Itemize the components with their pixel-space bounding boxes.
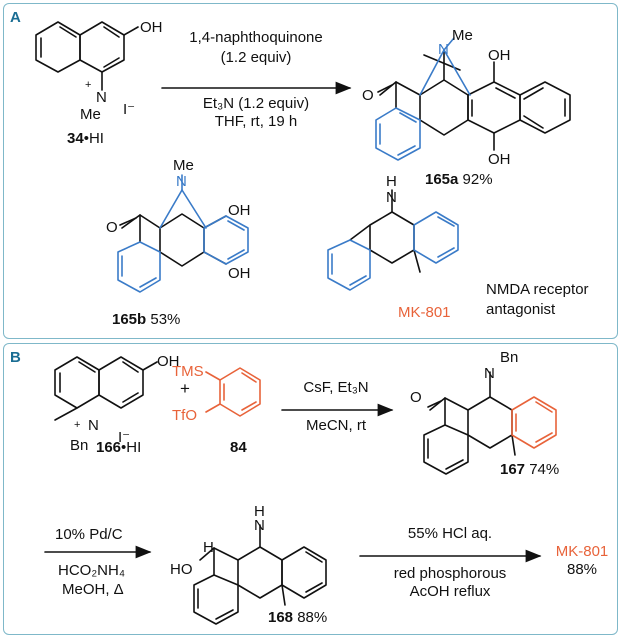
reactant-34-n: N	[96, 89, 107, 106]
reactant-34-me: Me	[80, 106, 101, 123]
p168-label: 168 88%	[268, 609, 328, 626]
structure-167	[423, 371, 516, 475]
step2-line3: MeOH, Δ	[62, 581, 124, 598]
mk801-h: H	[386, 173, 397, 190]
step2-line1: 10% Pd/C	[55, 526, 123, 543]
final-name: MK-801	[555, 543, 609, 560]
reactant-34-oh: OH	[140, 19, 163, 36]
p165a-oh-bottom: OH	[488, 151, 511, 168]
p165a-o: O	[362, 87, 374, 104]
p165b-oh-top: OH	[228, 202, 251, 219]
final-yield: 88%	[566, 561, 598, 578]
p165b-oh-bottom: OH	[228, 265, 251, 282]
r166-oh: OH	[157, 353, 180, 370]
mk801-n: N	[386, 189, 397, 206]
mk801-desc-2: antagonist	[486, 301, 556, 318]
p168-h-top: H	[254, 503, 265, 520]
structure-mk801	[349, 189, 421, 273]
panel-b-label: B	[10, 349, 21, 366]
p165a-me: Me	[452, 27, 473, 44]
p165b-n: N	[176, 173, 187, 190]
structure-165b	[119, 213, 227, 267]
reagent-a-line3: Et₃N (1.2 equiv)	[202, 95, 310, 112]
structure-168	[193, 524, 327, 625]
step2-line2: HCO₂NH₄	[58, 562, 125, 579]
panel-a-label: A	[10, 9, 21, 26]
r166-n: N	[88, 417, 99, 434]
p165a-label: 165a 92%	[425, 171, 493, 188]
reactant-34-plus: +	[85, 79, 92, 91]
panel-b-frame	[3, 343, 618, 635]
p167-n: N	[484, 365, 495, 382]
plus-sign: +	[180, 379, 190, 398]
step3-line2: red phosphorous	[393, 565, 507, 582]
p168-ho: HO	[170, 561, 193, 578]
reactant-34-label: 34•HI	[67, 130, 104, 147]
p168-n: N	[254, 517, 265, 534]
r84-tfo: TfO	[172, 407, 197, 424]
step3-line3: AcOH reflux	[409, 583, 491, 600]
p167-o: O	[410, 389, 422, 406]
p165a-oh-top: OH	[488, 47, 511, 64]
p165b-o: O	[106, 219, 118, 236]
p165a-n: N	[438, 41, 449, 58]
structure-165a-blue	[375, 37, 471, 161]
mk801-name: MK-801	[398, 304, 451, 321]
p165b-me: Me	[173, 157, 194, 174]
reagent-a-line2: (1.2 equiv)	[220, 49, 292, 66]
reagent-a-line1: 1,4-naphthoquinone	[189, 29, 323, 46]
structure-166	[54, 356, 158, 421]
r166-counterion: I⁻	[118, 429, 131, 446]
p167-bn: Bn	[500, 349, 519, 366]
structure-165a	[377, 49, 571, 151]
p168-h: H	[203, 539, 214, 556]
step3-line1: 55% HCl aq.	[407, 525, 493, 542]
structure-84	[205, 367, 261, 417]
structure-167-orange	[511, 396, 557, 449]
structure-34	[35, 21, 139, 91]
structure-165b-blue	[117, 174, 249, 293]
mk801-desc-1: NMDA receptor	[486, 281, 589, 298]
r84-label: 84	[230, 439, 247, 456]
step1-line2: MeCN, rt	[306, 417, 366, 434]
r166-plus: +	[74, 419, 81, 431]
p165b-label: 165b 53%	[112, 311, 181, 328]
reactant-34-counterion: I⁻	[123, 101, 136, 118]
p167-label: 167 74%	[500, 461, 560, 478]
r166-label: 166•HI	[96, 439, 142, 456]
structure-mk801-blue	[327, 211, 459, 291]
reagent-a-line4: THF, rt, 19 h	[214, 113, 298, 130]
step1-line1: CsF, Et₃N	[303, 379, 369, 396]
panel-a-frame	[3, 3, 618, 339]
r84-tms: TMS	[172, 363, 204, 380]
r166-bn: Bn	[70, 437, 89, 454]
